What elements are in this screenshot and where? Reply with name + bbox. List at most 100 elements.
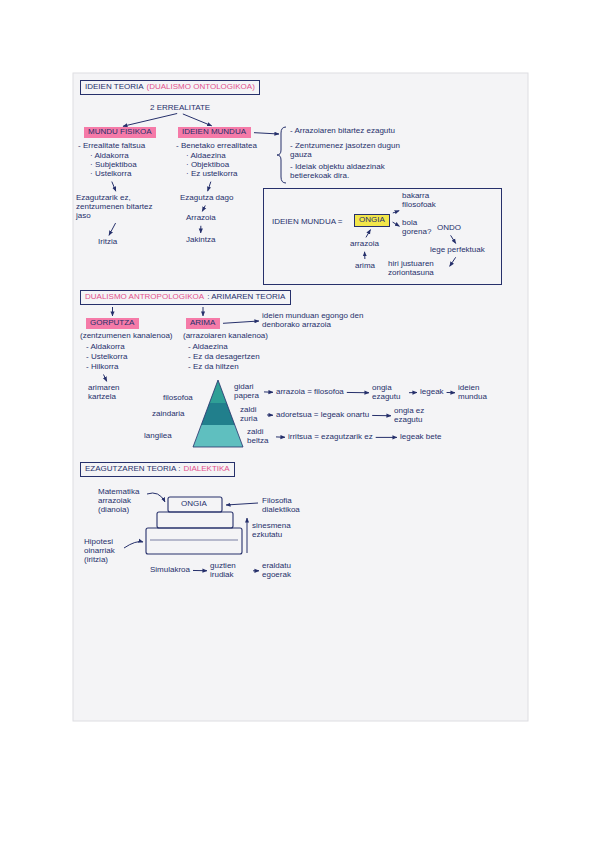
- note-text: Simulakroa: [150, 566, 190, 575]
- note-text: - Arrazoiaren bitartez ezagutu: [290, 127, 395, 136]
- leader-arrow: [267, 414, 273, 415]
- pyramid-band: [201, 403, 235, 425]
- note-text: - Ez da hiltzen: [188, 363, 239, 372]
- node-text: ARIMA: [190, 318, 215, 327]
- note-text: legeak: [420, 388, 444, 397]
- note-text: hiri justuaren zoriontasuna: [388, 260, 448, 278]
- leader-arrow: [364, 252, 365, 259]
- stair-step: [168, 497, 222, 512]
- note-text: lege perfektuak: [430, 246, 485, 255]
- leader-arrow: [183, 114, 212, 126]
- note-text: Iritzia: [98, 238, 117, 247]
- connector-arrow: [203, 307, 204, 316]
- note-text: zaldi beltza: [247, 428, 273, 446]
- note-text: eraldatu egoerak: [262, 562, 307, 580]
- title-box: DUALISMO ANTROPOLOGIKOA: ARIMAREN TEORIA: [80, 290, 291, 305]
- leader-arrow: [264, 391, 273, 392]
- stairs-figure: [146, 497, 242, 554]
- leader-arrow: [226, 503, 258, 505]
- note-text: Filosofia dialektikoa: [262, 497, 317, 515]
- title-box: EZAGUTZAREN TEORIA :DIALEKTIKA: [80, 462, 235, 477]
- connector-arrow: [112, 307, 113, 316]
- note-text: - Ez da desagertzen: [188, 353, 260, 362]
- note-text: Ezagutza dago: [180, 194, 233, 203]
- curly-bracket: [277, 127, 286, 183]
- note-text: ongia ezagutu: [372, 384, 406, 402]
- note-text: filosofoa: [163, 394, 193, 403]
- note-text: gidari papera: [234, 383, 261, 401]
- note-text: sinesmena ezkutatu: [252, 522, 297, 540]
- leader-arrow: [253, 570, 259, 571]
- leader-arrow: [393, 211, 399, 213]
- leader-arrow: [447, 392, 455, 393]
- leader-arrow: [376, 437, 397, 438]
- leader-arrow: [202, 205, 205, 211]
- note-text: - Hilkorra: [86, 363, 118, 372]
- note-text: · Ustelkorra: [90, 170, 131, 179]
- stair-line: [150, 540, 238, 541]
- leader-arrow: [123, 113, 177, 126]
- note-text: ongia ez ezagutu: [394, 407, 434, 425]
- note-text: (zentzumenen kanalenoa): [80, 332, 173, 341]
- highlight-box: MUNDU FISIKOA: [84, 127, 156, 138]
- pyramid-band: [193, 425, 243, 447]
- leader-arrow: [247, 518, 248, 553]
- highlight-box: ARIMA: [186, 318, 220, 329]
- leader-arrow: [276, 436, 285, 437]
- node-text: GORPUTZA: [90, 318, 134, 327]
- note-text: zaindaria: [152, 410, 184, 419]
- note-text: - Errealitate faltsua: [78, 142, 145, 151]
- leader-arrow: [147, 493, 165, 502]
- leader-arrow: [200, 226, 201, 233]
- note-text: Jakintza: [186, 236, 215, 245]
- note-text: bakarra filosofoak: [402, 192, 447, 210]
- note-text: Arrazoia: [186, 214, 216, 223]
- note-text: ONGIA: [181, 500, 207, 509]
- pyramid-band: [209, 380, 226, 403]
- note-text: arrazoia: [350, 240, 379, 249]
- leader-arrow: [366, 230, 371, 238]
- note-text: langilea: [144, 432, 172, 441]
- note-text: Ezagutzarik ez, zentzumenen bitartez jas…: [76, 194, 158, 220]
- note-text: bola gorena?: [402, 219, 434, 237]
- node-text: : ARIMAREN TEORIA: [207, 292, 285, 301]
- note-text: irritsua = ezagutzarik ez: [288, 433, 373, 442]
- note-text: ideien munduan egongo den denborako arra…: [262, 312, 372, 330]
- leader-arrow: [193, 570, 207, 571]
- frame-box: IDEIEN MUNDUA =ONGIA: [263, 188, 502, 285]
- note-text: legeak bete: [400, 433, 441, 442]
- figure-arrows: [124, 493, 258, 553]
- stair-step: [157, 512, 233, 528]
- note-text: - Aldakorra: [86, 343, 125, 352]
- leader-arrow: [254, 133, 279, 134]
- leader-arrow: [223, 321, 259, 323]
- note-text: arimaren kartzela: [88, 384, 128, 402]
- leader-arrow: [451, 235, 456, 243]
- stair-step: [146, 528, 242, 554]
- node-text: IDEIEN TEORIA: [85, 82, 144, 91]
- leader-arrow: [208, 182, 211, 192]
- note-text: · Aldaezina: [186, 152, 226, 161]
- node-text: IDEIEN MUNDUA: [182, 127, 246, 136]
- note-text: · Ez ustelkorra: [186, 170, 238, 179]
- leader-arrow: [109, 223, 116, 235]
- leader-arrow: [409, 392, 417, 393]
- highlight-box: GORPUTZA: [86, 318, 139, 329]
- node-text: MUNDU FISIKOA: [88, 127, 152, 136]
- note-text: - Aldaezina: [188, 343, 228, 352]
- leader-arrow: [372, 415, 391, 416]
- node-text: DUALISMO ANTROPOLOGIKOA: [85, 292, 204, 301]
- note-text: - Benetako errealitatea: [176, 142, 257, 151]
- node-text: EZAGUTZAREN TEORIA :: [85, 464, 180, 473]
- note-text: arrazoia = filosofoa: [276, 388, 344, 397]
- note-text: Hipotesi oinarriak (iritzia): [84, 538, 126, 564]
- note-text: Matematika arrazoiak (dianoia): [98, 488, 148, 514]
- note-text: - Ustelkorra: [86, 353, 127, 362]
- leader-arrow: [347, 392, 369, 393]
- node-text: ONGIA: [359, 215, 385, 224]
- leader-arrow: [124, 542, 143, 548]
- note-text: zaldi zuria: [240, 406, 264, 424]
- node-text: (DUALISMO ONTOLOGIKOA): [147, 82, 255, 91]
- note-text: · Objektiboa: [186, 161, 229, 170]
- paper-sheet: [73, 73, 528, 721]
